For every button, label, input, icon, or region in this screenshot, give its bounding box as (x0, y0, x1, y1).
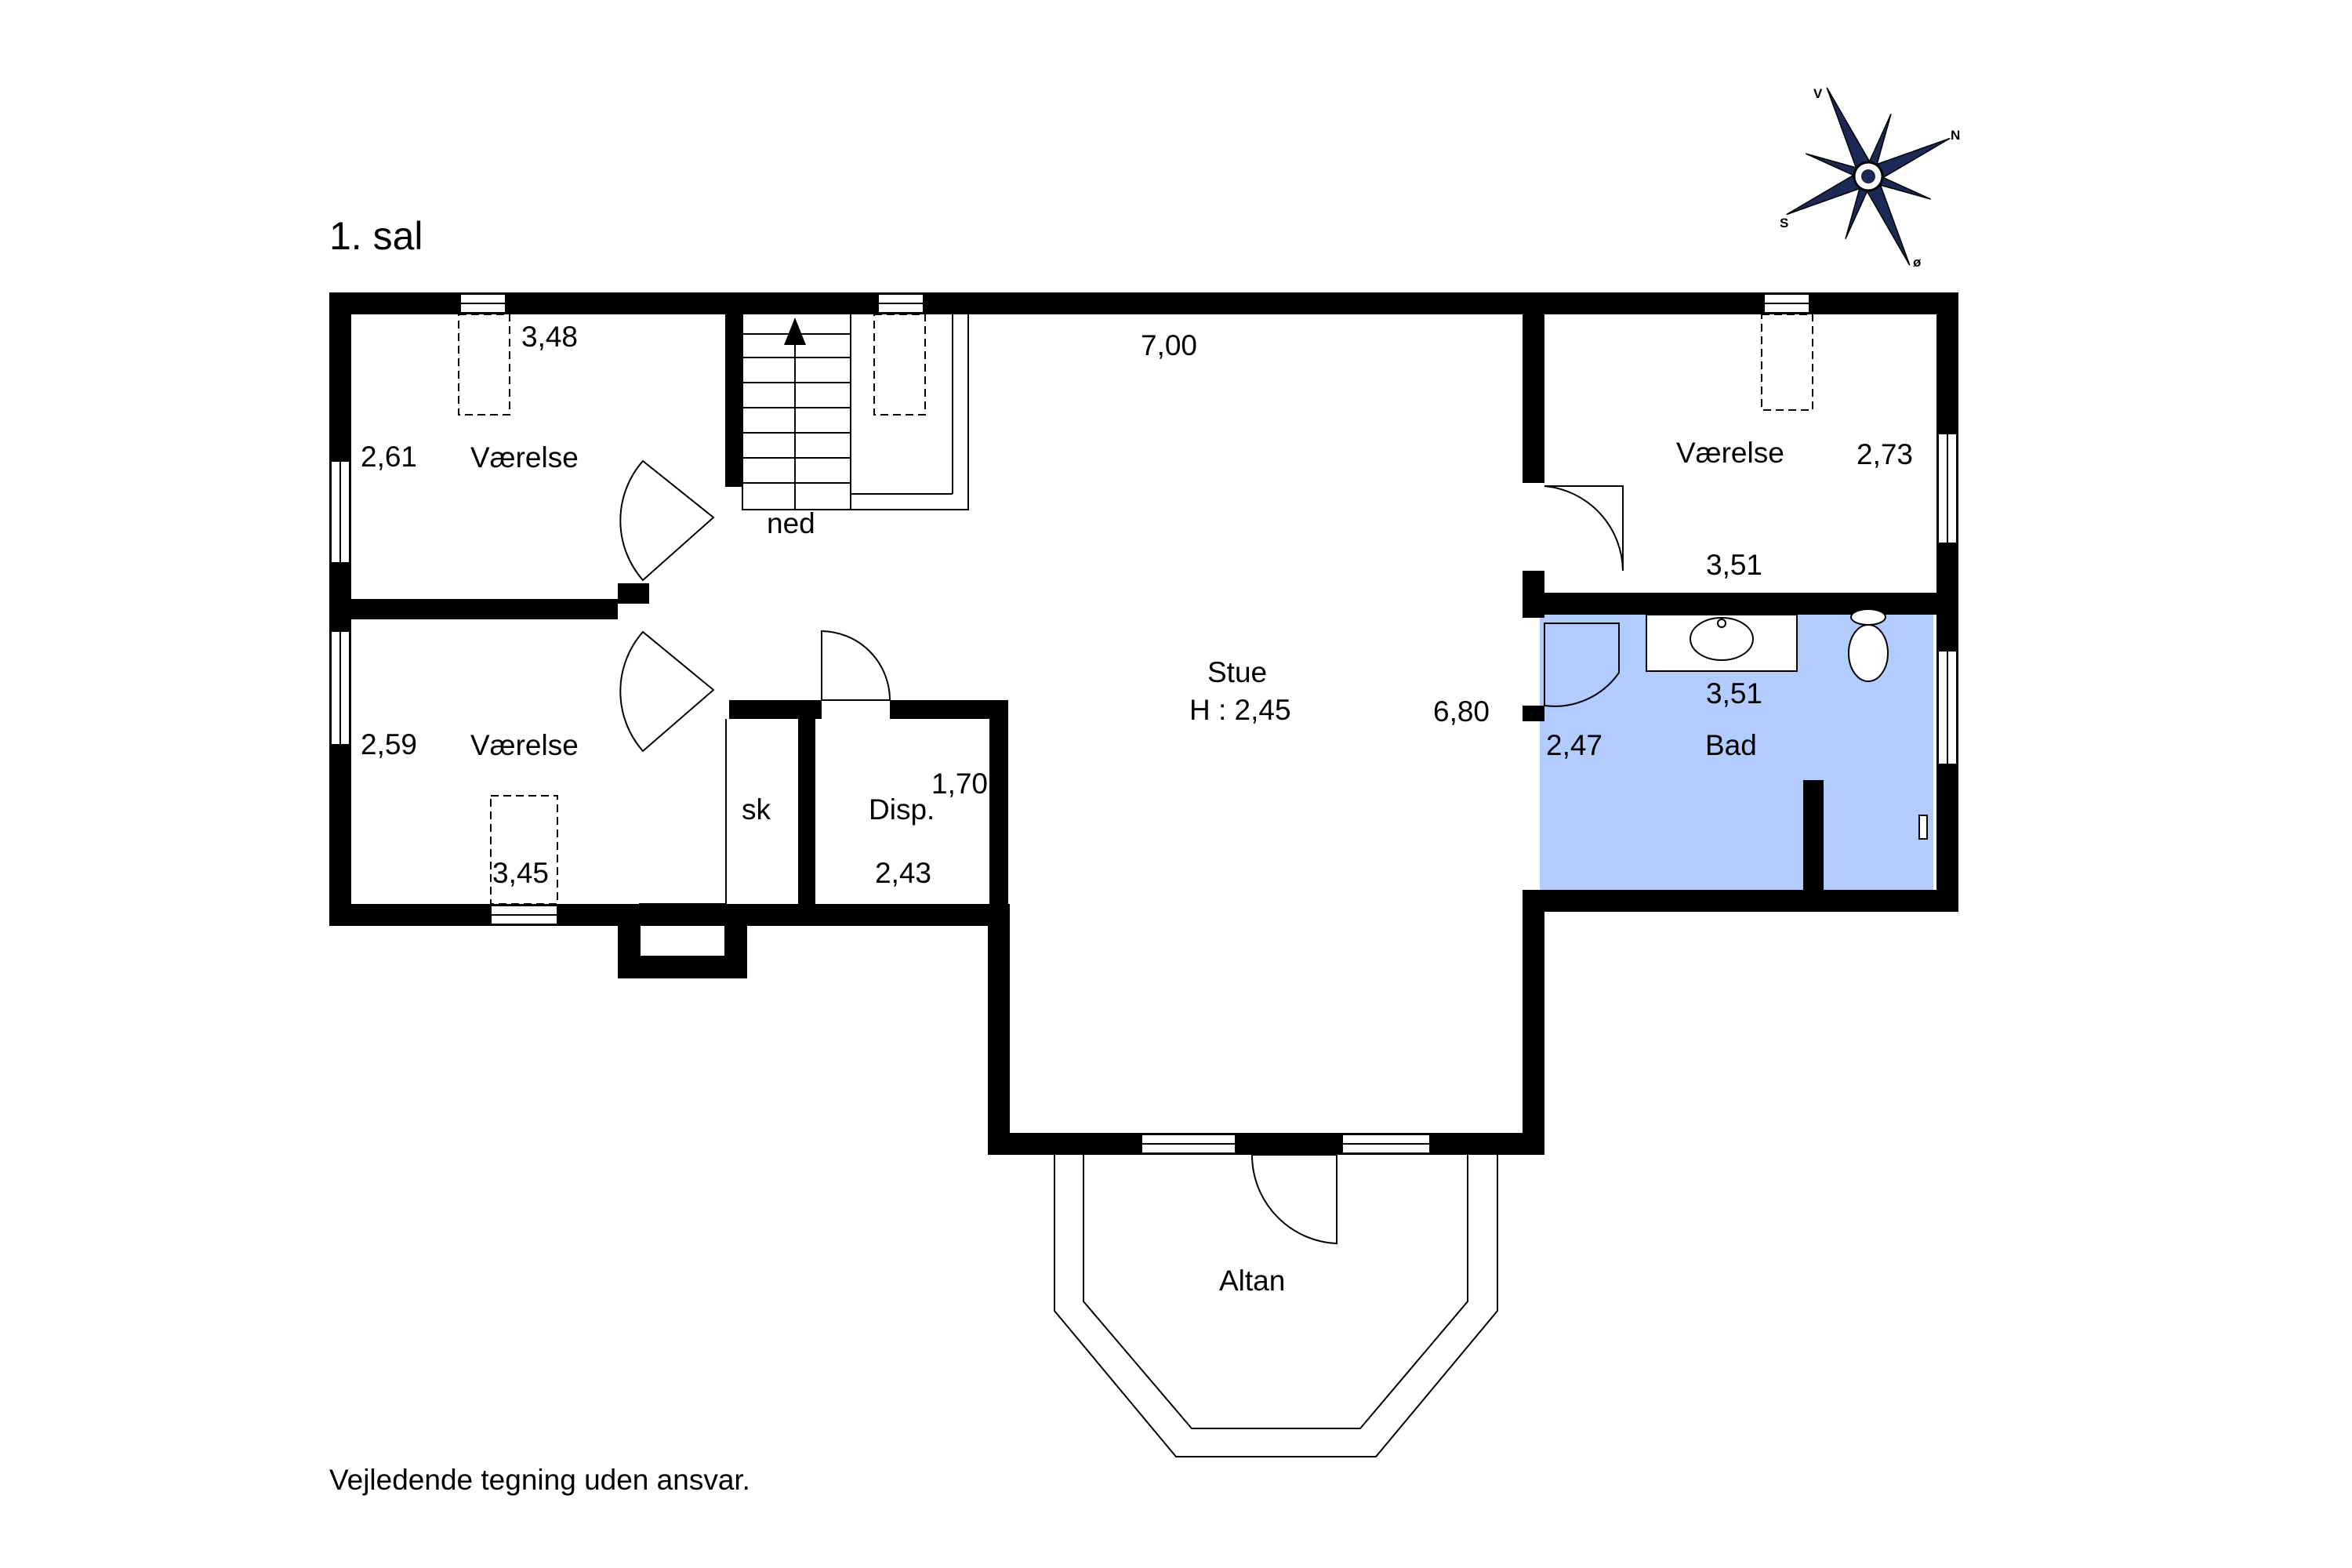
toilet-icon (1848, 624, 1889, 682)
closet-label: sk (742, 793, 771, 826)
shower-head-icon (1918, 815, 1928, 840)
skylights (458, 314, 1813, 905)
floor-label: 1. sal (329, 214, 423, 258)
room-name-vaerelse-bottom-left: Værelse (470, 729, 579, 761)
compass-rose-icon (1786, 87, 1951, 266)
dim-width-vaerelse-top-left: 3,48 (521, 321, 578, 353)
dim-width-disp: 2,43 (875, 857, 931, 889)
room-name-bad: Bad (1705, 729, 1757, 761)
compass-letter-o: ø (1913, 255, 1922, 270)
thin-lines (639, 314, 1498, 1457)
door-swings (619, 459, 1624, 1245)
dim-depth-vaerelse-bottom-left: 2,59 (361, 728, 417, 760)
compass-letter-n: N (1951, 128, 1960, 143)
dim-depth-vaerelse-right: 2,73 (1857, 438, 1913, 470)
dim-width-vaerelse-bottom-left: 3,45 (492, 857, 549, 889)
sink-icon (1690, 617, 1754, 661)
room-name-disp: Disp. (869, 793, 935, 826)
dim-width-stue: 7,00 (1141, 329, 1197, 361)
stairs-arrow-icon (784, 318, 806, 345)
room-height-stue: H : 2,45 (1189, 694, 1291, 726)
room-name-stue: Stue (1207, 656, 1267, 688)
room-name-altan: Altan (1219, 1265, 1285, 1297)
dim-width-vaerelse-right: 3,51 (1706, 549, 1762, 581)
bathroom-fixtures (1646, 608, 1928, 840)
compass-letter-v: V (1813, 86, 1823, 101)
dim-width-bad: 3,51 (1706, 677, 1762, 710)
dim-depth-disp: 1,70 (931, 768, 988, 800)
walls (329, 292, 1958, 1155)
windows (330, 293, 1958, 1154)
compass-letter-s: S (1780, 216, 1788, 230)
dim-depth-vaerelse-top-left: 2,61 (361, 441, 417, 473)
disclaimer: Vejledende tegning uden ansvar. (329, 1464, 750, 1496)
room-name-vaerelse-right: Værelse (1676, 437, 1784, 469)
dim-depth-stue: 6,80 (1433, 695, 1490, 728)
stairs-label: ned (767, 507, 815, 539)
dim-depth-bad: 2,47 (1546, 729, 1602, 761)
room-name-vaerelse-top-left: Værelse (470, 441, 579, 474)
